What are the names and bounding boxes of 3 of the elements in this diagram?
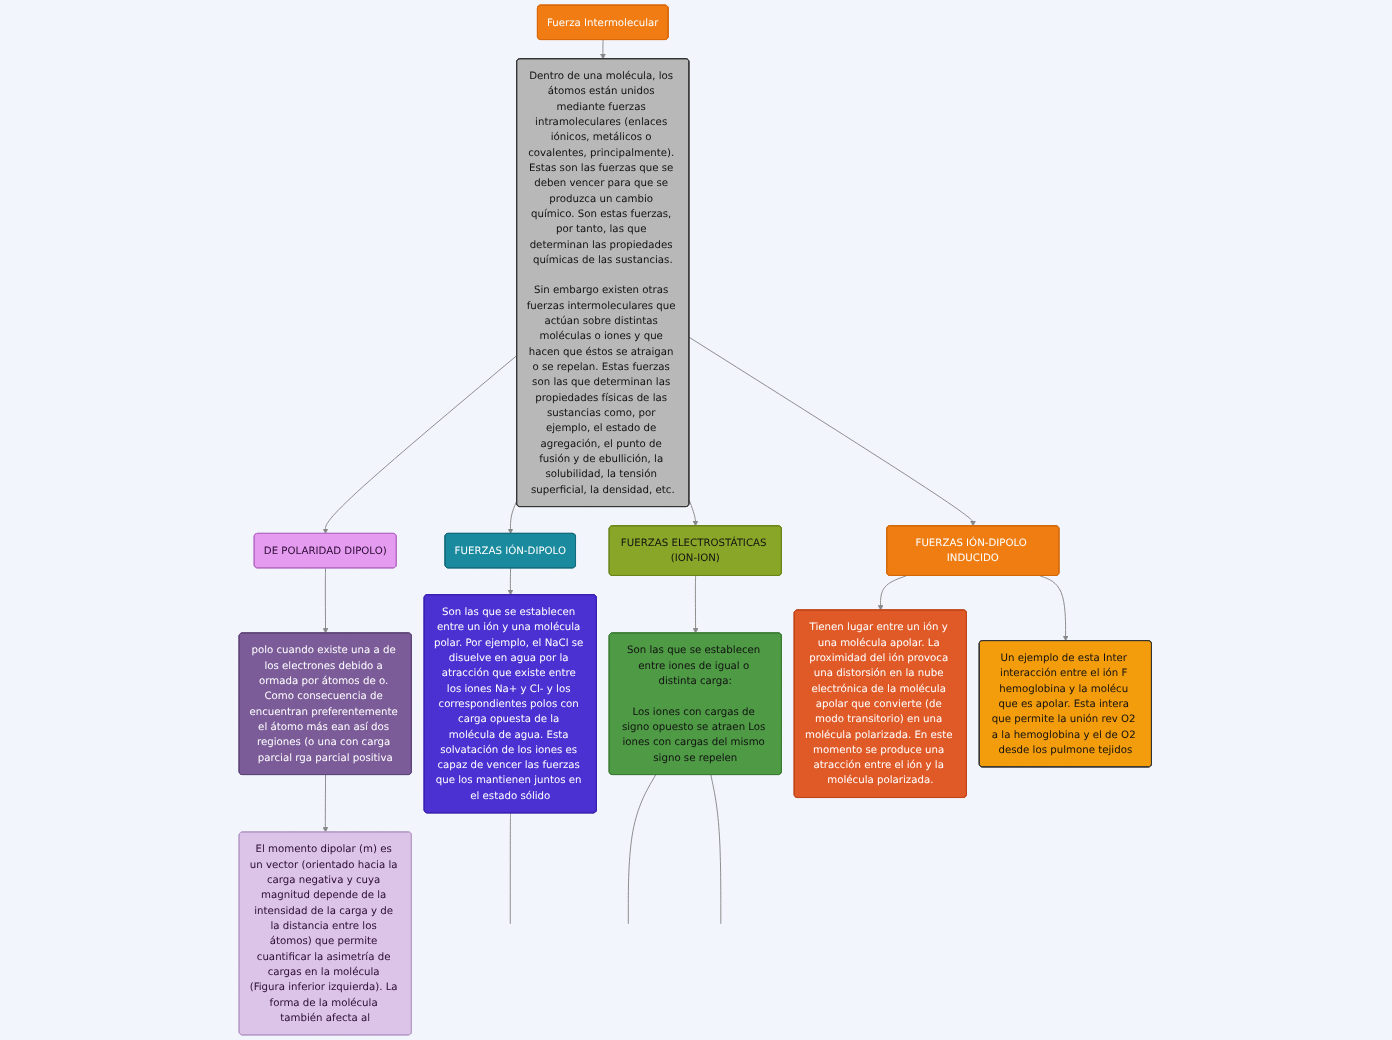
connector xyxy=(628,774,657,925)
connector xyxy=(510,812,512,925)
connector xyxy=(711,774,722,925)
